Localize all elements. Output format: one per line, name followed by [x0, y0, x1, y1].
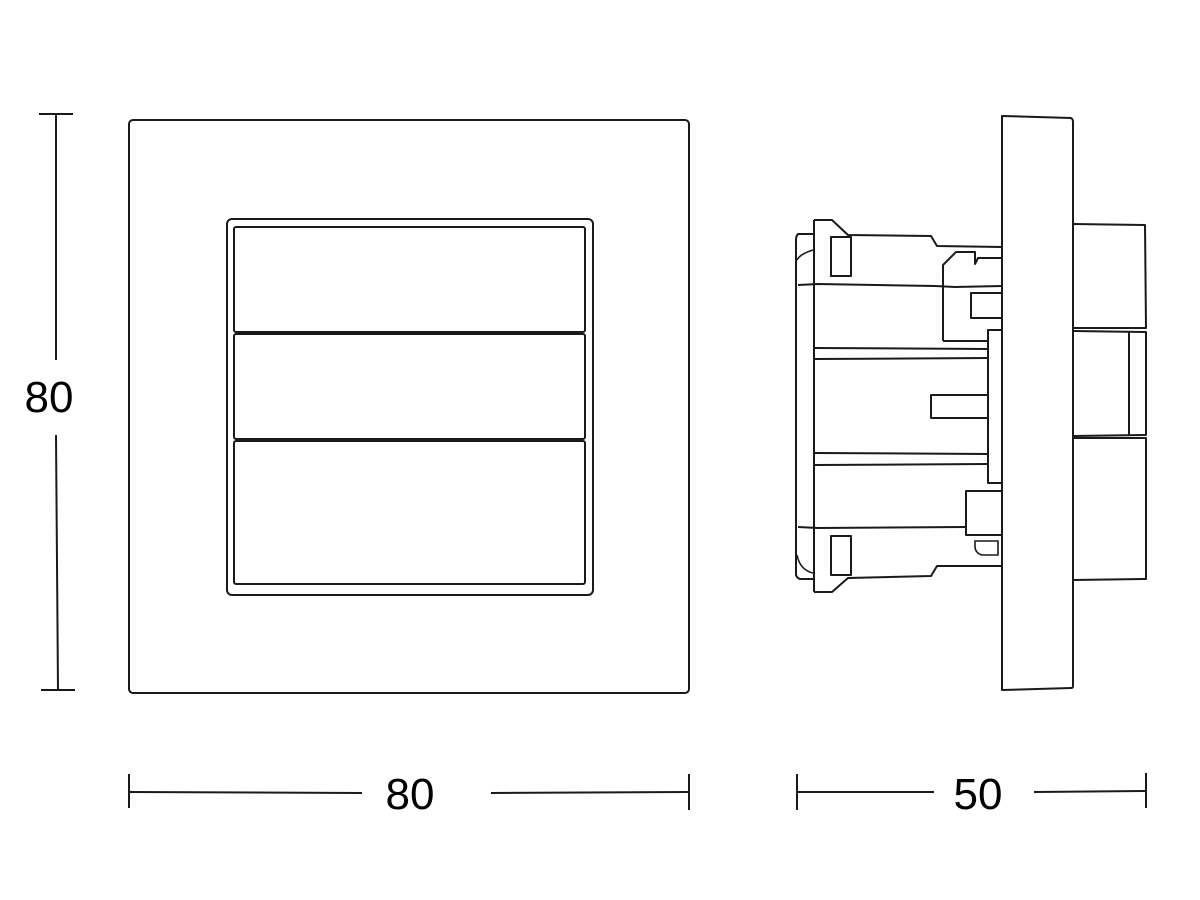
button-middle — [233, 333, 586, 440]
height-dimension-line — [39, 113, 75, 691]
button-surround — [226, 218, 594, 596]
width-dimension-label: 80 — [385, 770, 435, 819]
button-bottom — [233, 440, 586, 585]
depth-dimension-line — [796, 773, 1147, 810]
height-dimension-label: 80 — [24, 373, 74, 422]
side-view — [795, 115, 1147, 691]
width-dimension-line — [128, 774, 690, 810]
button-top — [233, 226, 586, 333]
depth-dimension-label: 50 — [953, 770, 1003, 819]
front-frame — [128, 119, 690, 694]
